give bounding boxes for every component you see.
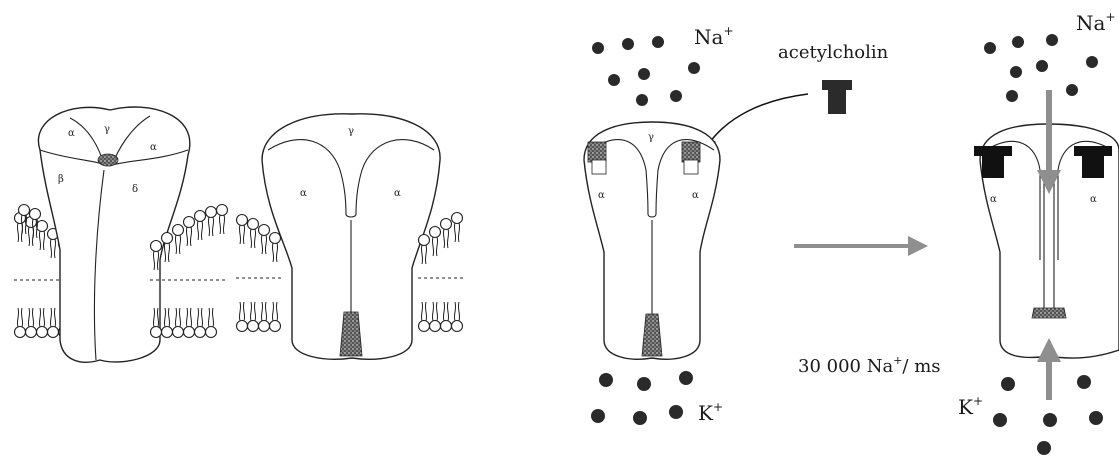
na-label-left: Na+	[694, 24, 734, 49]
subunit-gamma: γ	[104, 124, 110, 135]
binding-arrow-icon	[710, 94, 808, 142]
k-label-left: K+	[698, 400, 723, 425]
transition-arrow-icon	[794, 236, 928, 256]
subunit-alpha-4: α	[394, 188, 401, 199]
na-label-right: Na+	[1076, 10, 1116, 35]
potassium-ions-inside-closed	[591, 371, 693, 425]
subunit-gamma-2: γ	[348, 126, 354, 137]
k-label-right: K+	[958, 394, 983, 419]
subunit-alpha-5: α	[598, 190, 605, 201]
sodium-ions-outside-closed	[592, 36, 700, 106]
panel-channel-open: Na+ α α K+	[958, 10, 1119, 455]
subunit-alpha-2: α	[150, 142, 157, 153]
subunit-alpha-7: α	[990, 194, 997, 205]
lipid-bilayer-left-2	[236, 215, 284, 332]
acetylcholine-label: acetylcholin	[778, 42, 889, 63]
subunit-alpha-6: α	[692, 190, 699, 201]
acetylcholine-molecule-icon	[822, 80, 852, 114]
subunit-alpha-3: α	[300, 188, 307, 199]
panel-receptor-exterior: α γ α β δ	[14, 107, 228, 362]
sodium-ions-outside-open	[984, 34, 1098, 102]
subunit-beta: β	[58, 174, 64, 185]
subunit-alpha-1: α	[68, 128, 75, 139]
subunit-delta: δ	[132, 184, 138, 195]
panel-receptor-section: γ α α	[236, 114, 466, 359]
flux-rate-label: 30 000 Na+/ ms	[798, 354, 941, 377]
subunit-alpha-8: α	[1090, 194, 1097, 205]
subunit-gamma-3: γ	[648, 132, 654, 143]
